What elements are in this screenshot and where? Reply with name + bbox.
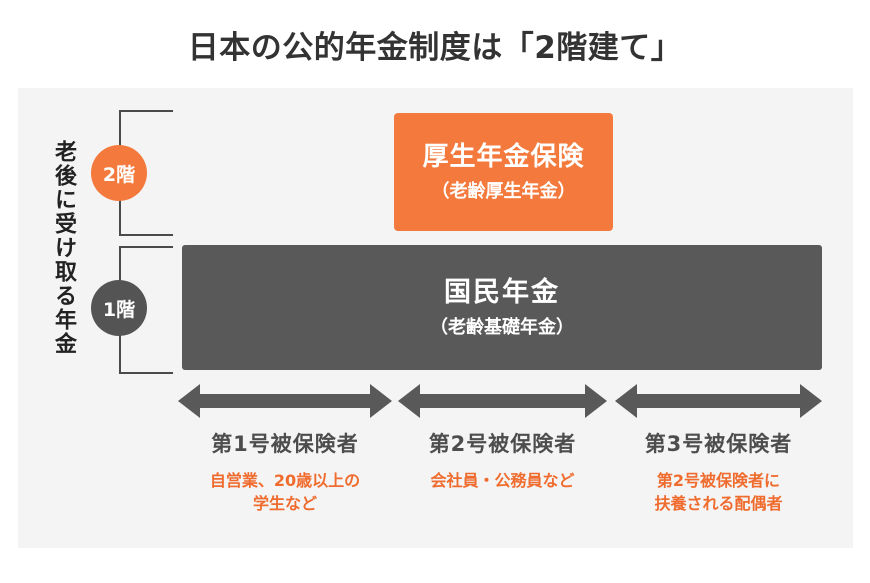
page-title: 日本の公的年金制度は「2階建て」	[187, 30, 683, 66]
tier1-name: 国民年金	[444, 276, 560, 308]
insured-category-1-title: 第1号被保険者	[211, 432, 359, 456]
tier2-employees-pension-box: 厚生年金保険 （老齢厚生年金）	[394, 113, 613, 231]
insured-category-2-title: 第2号被保険者	[428, 432, 577, 456]
tier2-subtitle: （老齢厚生年金）	[431, 180, 576, 202]
floor-badge-2: 2階	[91, 145, 147, 201]
insured-category-2-description: 会社員・公務員など	[430, 471, 575, 490]
insured-category-1: 第1号被保険者 自営業、20歳以上の学生など	[178, 380, 392, 515]
tier1-subtitle: （老齢基礎年金）	[430, 316, 574, 338]
floor-badge-1: 1階	[91, 280, 147, 336]
insured-category-3-title: 第3号被保険者	[644, 432, 793, 456]
double-arrow-icon-1	[178, 380, 392, 422]
insured-category-1-description: 自営業、20歳以上の学生など	[209, 471, 361, 514]
insured-category-3-description: 第2号被保険者に扶養される配偶者	[654, 471, 783, 514]
side-label-pension-received-in-old-age: 老後に受け取る年金	[51, 140, 76, 356]
pension-diagram-panel: 老後に受け取る年金 2階 1階 厚生年金保険 （老齢厚生年金） 国民年金 （老齢…	[18, 88, 853, 548]
tier2-name: 厚生年金保険	[422, 141, 585, 172]
insured-category-2: 第2号被保険者 会社員・公務員など	[398, 380, 607, 492]
double-arrow-icon-2	[398, 380, 607, 422]
tier1-national-pension-box: 国民年金 （老齢基礎年金）	[182, 245, 822, 370]
insured-category-3: 第3号被保険者 第2号被保険者に扶養される配偶者	[615, 380, 822, 515]
double-arrow-icon-3	[615, 380, 822, 422]
